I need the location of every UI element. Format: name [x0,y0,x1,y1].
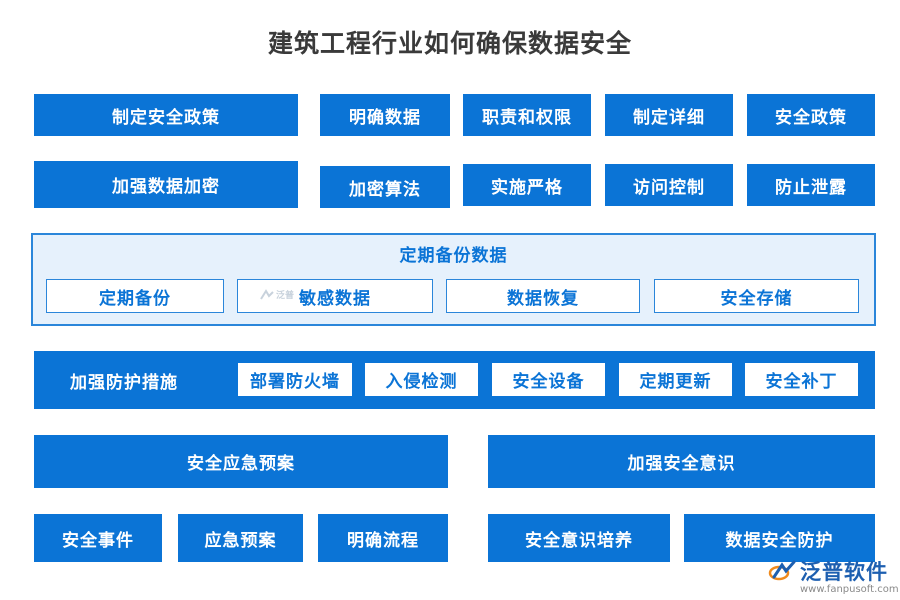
backup-item-3: 数据恢复 [446,279,640,313]
protection-item-4: 定期更新 [619,363,732,396]
policy-item-1: 明确数据 [320,94,450,136]
backup-item-4: 安全存储 [654,279,859,313]
protection-item-5: 安全补丁 [745,363,858,396]
page-title: 建筑工程行业如何确保数据安全 [267,29,632,58]
protection-main-label: 加强防护措施 [70,372,178,393]
protection-item-1: 部署防火墙 [238,363,352,396]
fanpu-watermark-icon [260,288,274,300]
policy-main-box: 制定安全政策 [34,94,298,136]
policy-item-3: 制定详细 [605,94,733,136]
protection-item-3: 安全设备 [492,363,605,396]
encryption-item-3: 访问控制 [605,164,733,206]
awareness-item-1: 安全意识培养 [488,514,670,562]
brand-name: 泛普软件 [800,560,888,584]
fanpu-logo-icon [768,560,796,581]
backup-item-2: 敏感数据 [237,279,433,313]
encryption-item-4: 防止泄露 [747,164,875,206]
watermark-mini: 泛普 [260,288,294,301]
encryption-item-1: 加密算法 [320,166,450,208]
watermark-text: 泛普 [276,291,295,301]
backup-item-1: 定期备份 [46,279,224,313]
backup-panel-title: 定期备份数据 [399,246,508,266]
emergency-item-2: 应急预案 [178,514,303,562]
emergency-item-3: 明确流程 [318,514,448,562]
awareness-item-2: 数据安全防护 [684,514,875,562]
protection-item-2: 入侵检测 [365,363,478,396]
emergency-item-1: 安全事件 [34,514,162,562]
brand-logo: 泛普软件 www.fanpusoft.com [768,556,899,598]
brand-url: www.fanpusoft.com [800,584,899,595]
policy-item-4: 安全政策 [747,94,875,136]
awareness-main-box: 加强安全意识 [488,435,875,488]
encryption-main-box: 加强数据加密 [34,161,298,208]
sensitive-data-label: 敏感数据 [299,288,371,309]
emergency-main-box: 安全应急预案 [34,435,448,488]
policy-item-2: 职责和权限 [463,94,591,136]
encryption-item-2: 实施严格 [463,164,591,206]
